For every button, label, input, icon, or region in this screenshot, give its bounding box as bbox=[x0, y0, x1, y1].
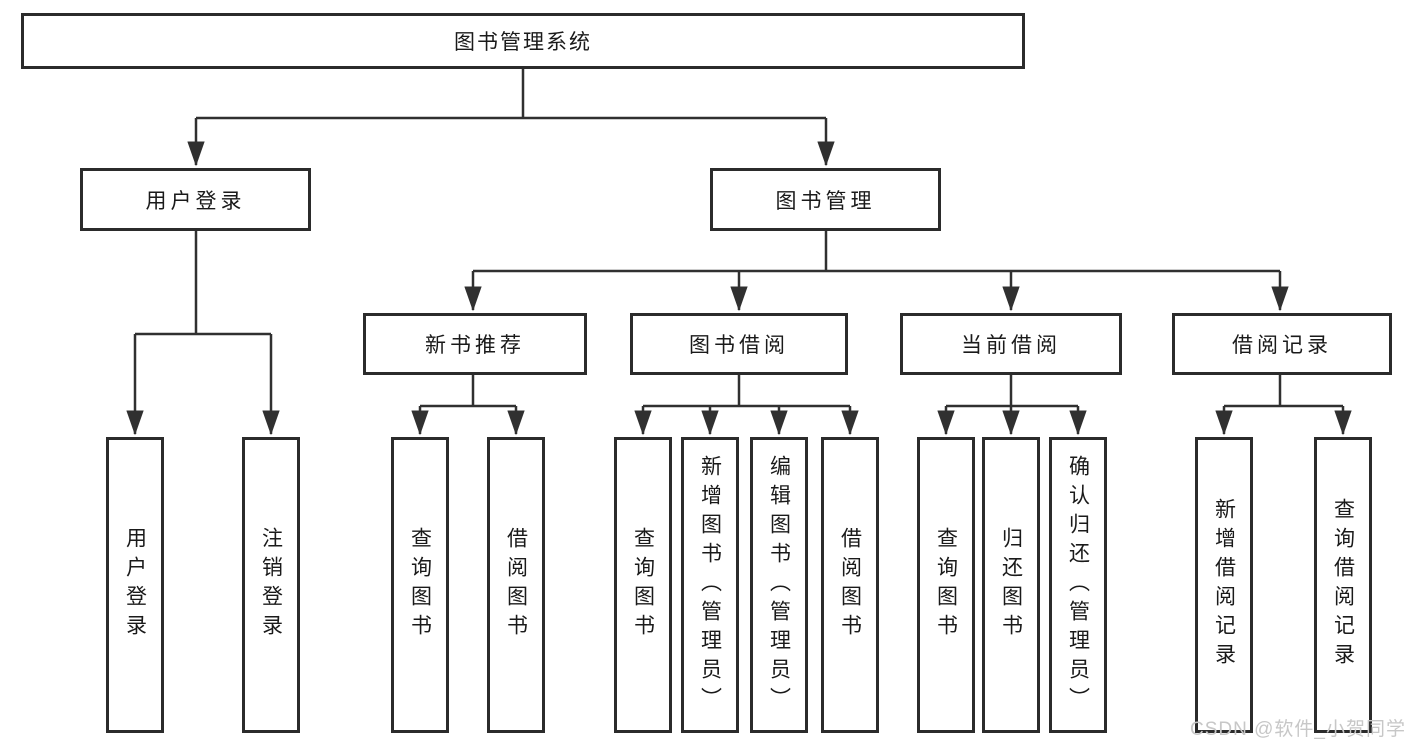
node-new-book-recommend: 新书推荐 bbox=[363, 313, 587, 375]
node-leaf-add-borrow-record-label: 新增借阅记录 bbox=[1212, 498, 1236, 672]
node-root: 图书管理系统 bbox=[21, 13, 1025, 69]
node-leaf-borrow-books-1: 借阅图书 bbox=[487, 437, 545, 733]
node-leaf-borrow-books-1-label: 借阅图书 bbox=[504, 527, 528, 643]
node-leaf-add-books-admin: 新增图书（管理员） bbox=[681, 437, 739, 733]
node-user-login: 用户登录 bbox=[80, 168, 311, 231]
node-leaf-add-books-admin-label: 新增图书（管理员） bbox=[698, 454, 722, 716]
node-leaf-query-books-1-label: 查询图书 bbox=[408, 527, 432, 643]
node-new-book-recommend-label: 新书推荐 bbox=[425, 334, 525, 357]
node-user-login-label: 用户登录 bbox=[145, 189, 246, 213]
node-book-management: 图书管理 bbox=[710, 168, 941, 231]
node-borrow-records-label: 借阅记录 bbox=[1232, 334, 1332, 357]
node-leaf-query-books-3: 查询图书 bbox=[917, 437, 975, 733]
node-leaf-query-books-3-label: 查询图书 bbox=[934, 527, 958, 643]
node-book-management-label: 图书管理 bbox=[775, 189, 876, 213]
node-leaf-query-borrow-record: 查询借阅记录 bbox=[1314, 437, 1372, 733]
node-leaf-edit-books-admin-label: 编辑图书（管理员） bbox=[767, 454, 791, 716]
node-leaf-query-books-2-label: 查询图书 bbox=[631, 527, 655, 643]
node-leaf-borrow-books-2-label: 借阅图书 bbox=[838, 527, 862, 643]
node-leaf-user-login: 用户登录 bbox=[106, 437, 164, 733]
node-book-borrow: 图书借阅 bbox=[630, 313, 848, 375]
node-leaf-add-borrow-record: 新增借阅记录 bbox=[1195, 437, 1253, 733]
node-leaf-confirm-return-admin: 确认归还（管理员） bbox=[1049, 437, 1107, 733]
node-leaf-confirm-return-admin-label: 确认归还（管理员） bbox=[1066, 454, 1090, 716]
node-leaf-borrow-books-2: 借阅图书 bbox=[821, 437, 879, 733]
node-book-borrow-label: 图书借阅 bbox=[689, 334, 789, 357]
node-root-label: 图书管理系统 bbox=[454, 31, 592, 54]
node-leaf-edit-books-admin: 编辑图书（管理员） bbox=[750, 437, 808, 733]
node-leaf-query-books-1: 查询图书 bbox=[391, 437, 449, 733]
node-leaf-query-books-2: 查询图书 bbox=[614, 437, 672, 733]
node-leaf-logout-label: 注销登录 bbox=[259, 527, 283, 643]
node-current-borrow-label: 当前借阅 bbox=[961, 334, 1061, 357]
csdn-watermark: CSDN @软件_小贺同学 bbox=[1190, 719, 1405, 740]
node-current-borrow: 当前借阅 bbox=[900, 313, 1122, 375]
node-borrow-records: 借阅记录 bbox=[1172, 313, 1392, 375]
node-leaf-query-borrow-record-label: 查询借阅记录 bbox=[1331, 498, 1355, 672]
node-leaf-return-books: 归还图书 bbox=[982, 437, 1040, 733]
node-leaf-user-login-label: 用户登录 bbox=[123, 527, 147, 643]
node-leaf-return-books-label: 归还图书 bbox=[999, 527, 1023, 643]
node-leaf-logout: 注销登录 bbox=[242, 437, 300, 733]
